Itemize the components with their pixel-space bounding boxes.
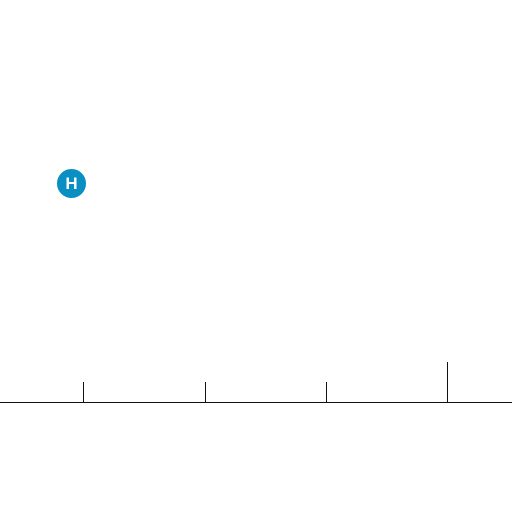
h-letter-icon: H	[65, 174, 78, 193]
scale-bar-tick	[205, 382, 206, 403]
scale-bar-line	[0, 402, 512, 403]
scale-bar-tick	[83, 382, 84, 403]
scale-bar-tick	[326, 382, 327, 403]
scale-bar-end-tick	[447, 362, 448, 403]
h-marker-pin[interactable]: H	[55, 167, 88, 200]
